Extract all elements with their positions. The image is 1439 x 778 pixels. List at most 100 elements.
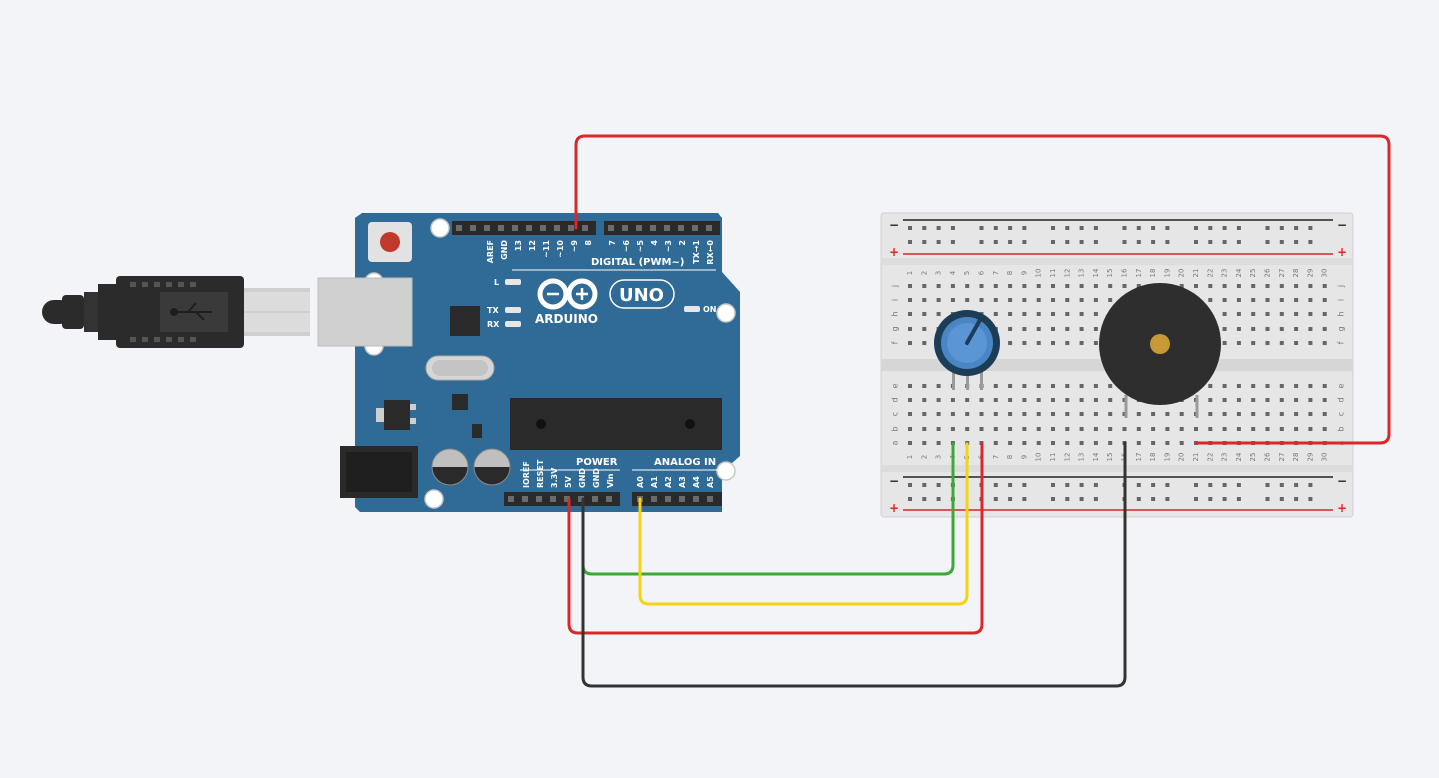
breadboard-hole[interactable] <box>1108 441 1113 445</box>
breadboard-hole[interactable] <box>1322 312 1327 316</box>
wire-red-pin9-buzzer[interactable] <box>574 134 1391 445</box>
header-pin-hole[interactable] <box>665 496 671 502</box>
rail-hole[interactable] <box>1194 240 1198 244</box>
breadboard-hole[interactable] <box>1265 412 1270 416</box>
breadboard-hole[interactable] <box>922 412 927 416</box>
breadboard-hole[interactable] <box>1322 327 1327 331</box>
rail-hole[interactable] <box>1236 226 1241 230</box>
header-pin-hole[interactable] <box>456 225 462 231</box>
breadboard-hole[interactable] <box>1194 427 1198 431</box>
rail-hole[interactable] <box>1122 226 1127 230</box>
rail-hole[interactable] <box>1265 497 1270 501</box>
breadboard-hole[interactable] <box>1093 312 1098 316</box>
rail-hole[interactable] <box>908 240 912 244</box>
breadboard-hole[interactable] <box>1308 398 1313 402</box>
breadboard-hole[interactable] <box>1079 398 1084 402</box>
breadboard-hole[interactable] <box>1093 284 1098 288</box>
header-pin-hole[interactable] <box>651 496 657 502</box>
breadboard-hole[interactable] <box>1036 284 1041 288</box>
breadboard-hole[interactable] <box>1294 312 1299 316</box>
breadboard-hole[interactable] <box>1294 341 1299 345</box>
breadboard-hole[interactable] <box>1093 441 1098 445</box>
breadboard-hole[interactable] <box>1279 341 1284 345</box>
breadboard-hole[interactable] <box>1051 412 1055 416</box>
breadboard-hole[interactable] <box>1279 284 1284 288</box>
reset-button[interactable] <box>368 222 412 262</box>
rail-hole[interactable] <box>1093 226 1098 230</box>
breadboard-hole[interactable] <box>1065 327 1070 331</box>
breadboard-hole[interactable] <box>1022 341 1027 345</box>
rail-hole[interactable] <box>993 226 998 230</box>
breadboard-hole[interactable] <box>1308 312 1313 316</box>
breadboard-hole[interactable] <box>965 398 970 402</box>
breadboard-hole[interactable] <box>1279 427 1284 431</box>
header-pin-hole[interactable] <box>582 225 588 231</box>
rail-hole[interactable] <box>1051 226 1055 230</box>
rail-hole[interactable] <box>1194 483 1198 487</box>
breadboard-hole[interactable] <box>993 398 998 402</box>
rail-hole[interactable] <box>979 240 984 244</box>
header-pin-hole[interactable] <box>578 496 584 502</box>
breadboard-hole[interactable] <box>1022 398 1027 402</box>
rail-hole[interactable] <box>936 497 941 501</box>
breadboard-hole[interactable] <box>1265 384 1270 388</box>
breadboard-hole[interactable] <box>922 427 927 431</box>
breadboard-hole[interactable] <box>1108 298 1113 302</box>
breadboard-hole[interactable] <box>1265 312 1270 316</box>
rail-hole[interactable] <box>1265 240 1270 244</box>
breadboard-hole[interactable] <box>1222 412 1227 416</box>
breadboard-hole[interactable] <box>1065 384 1070 388</box>
breadboard-hole[interactable] <box>1194 284 1198 288</box>
rail-hole[interactable] <box>1165 483 1170 487</box>
breadboard-hole[interactable] <box>908 341 912 345</box>
breadboard-hole[interactable] <box>1151 441 1156 445</box>
breadboard-hole[interactable] <box>1265 327 1270 331</box>
rail-hole[interactable] <box>1236 497 1241 501</box>
breadboard-hole[interactable] <box>1294 412 1299 416</box>
breadboard-hole[interactable] <box>1051 284 1055 288</box>
rail-hole[interactable] <box>1222 240 1227 244</box>
breadboard-hole[interactable] <box>1079 327 1084 331</box>
rail-hole[interactable] <box>1236 483 1241 487</box>
breadboard-hole[interactable] <box>979 427 984 431</box>
breadboard-hole[interactable] <box>936 284 941 288</box>
header-pin-hole[interactable] <box>470 225 476 231</box>
breadboard-hole[interactable] <box>1065 441 1070 445</box>
breadboard-hole[interactable] <box>1236 341 1241 345</box>
piezo-buzzer[interactable] <box>1099 283 1221 418</box>
rail-hole[interactable] <box>993 497 998 501</box>
breadboard-hole[interactable] <box>1093 398 1098 402</box>
rail-hole[interactable] <box>1022 483 1027 487</box>
breadboard-hole[interactable] <box>1265 284 1270 288</box>
rail-hole[interactable] <box>1308 240 1313 244</box>
rail-hole[interactable] <box>1222 497 1227 501</box>
breadboard-hole[interactable] <box>1251 284 1256 288</box>
header-pin-hole[interactable] <box>678 225 684 231</box>
header-pin-hole[interactable] <box>706 225 712 231</box>
rail-hole[interactable] <box>1208 226 1213 230</box>
breadboard-hole[interactable] <box>1079 384 1084 388</box>
breadboard-hole[interactable] <box>1108 398 1113 402</box>
breadboard-hole[interactable] <box>1051 427 1055 431</box>
breadboard-hole[interactable] <box>1008 298 1013 302</box>
breadboard-hole[interactable] <box>1222 327 1227 331</box>
rail-hole[interactable] <box>1008 497 1013 501</box>
header-pin-hole[interactable] <box>498 225 504 231</box>
breadboard-hole[interactable] <box>965 298 970 302</box>
header-pin-hole[interactable] <box>540 225 546 231</box>
rail-hole[interactable] <box>1022 226 1027 230</box>
breadboard-hole[interactable] <box>1308 384 1313 388</box>
rail-hole[interactable] <box>908 497 912 501</box>
breadboard-hole[interactable] <box>1279 312 1284 316</box>
breadboard-hole[interactable] <box>1051 384 1055 388</box>
breadboard-hole[interactable] <box>1036 441 1041 445</box>
breadboard-hole[interactable] <box>1222 427 1227 431</box>
breadboard-hole[interactable] <box>1065 427 1070 431</box>
breadboard-hole[interactable] <box>908 298 912 302</box>
header-pin-hole[interactable] <box>564 496 570 502</box>
breadboard-hole[interactable] <box>1008 441 1013 445</box>
breadboard-hole[interactable] <box>1251 398 1256 402</box>
rail-hole[interactable] <box>1065 483 1070 487</box>
rail-hole[interactable] <box>1022 497 1027 501</box>
breadboard-hole[interactable] <box>1022 327 1027 331</box>
